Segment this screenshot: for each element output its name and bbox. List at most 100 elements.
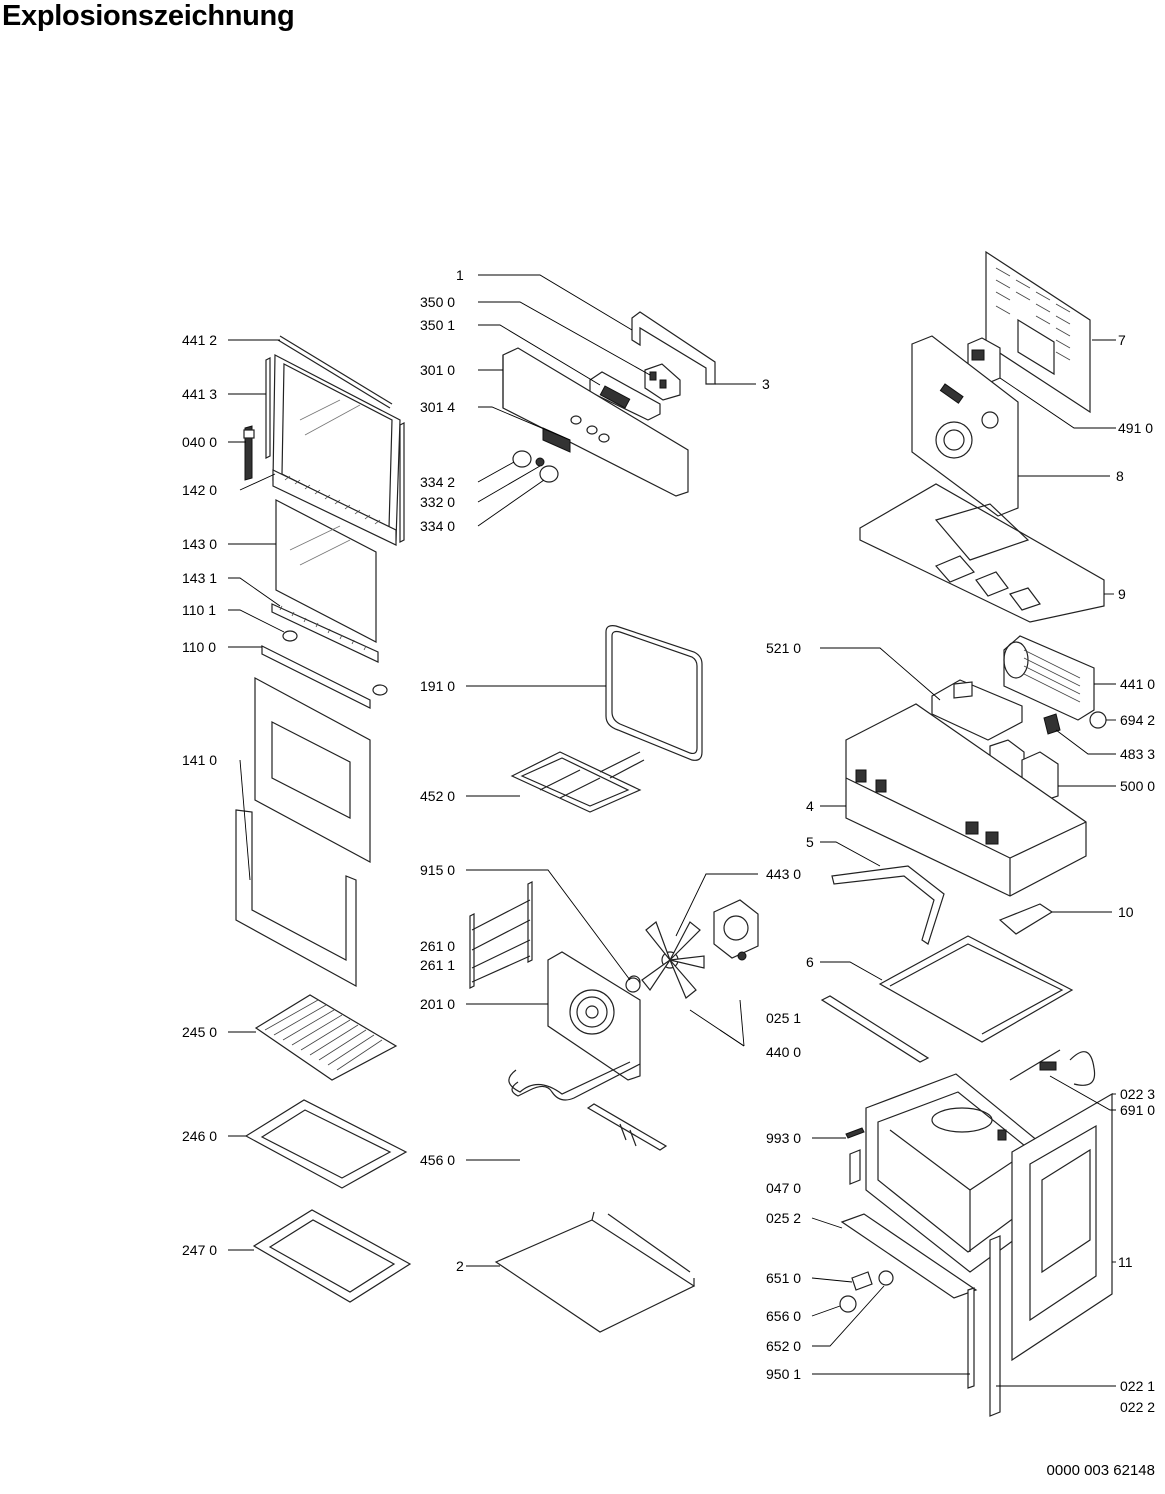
label-5: 5 bbox=[806, 834, 814, 850]
label-483-3: 483 3 bbox=[1120, 746, 1155, 762]
outer-door-frame-1420 bbox=[272, 354, 401, 546]
label-456-0: 456 0 bbox=[420, 1152, 455, 1168]
label-350-0: 350 0 bbox=[420, 294, 455, 310]
label-025-1: 025 1 bbox=[766, 1010, 801, 1026]
label-3: 3 bbox=[762, 376, 770, 392]
label-441-3: 441 3 bbox=[182, 386, 217, 402]
label-4: 4 bbox=[806, 798, 814, 814]
module-5210 bbox=[931, 679, 1023, 741]
label-261-1: 261 1 bbox=[420, 957, 455, 973]
label-245-0: 245 0 bbox=[182, 1024, 217, 1040]
label-142-0: 142 0 bbox=[182, 482, 217, 498]
shelf-supports-261 bbox=[469, 881, 533, 989]
door-trim-strips bbox=[265, 335, 405, 543]
label-8: 8 bbox=[1116, 468, 1124, 484]
label-350-1: 350 1 bbox=[420, 317, 455, 333]
label-694-2: 694 2 bbox=[1120, 712, 1155, 728]
hinge-receiver-0470 bbox=[849, 1149, 861, 1185]
cooling-fan-4410 bbox=[1003, 635, 1095, 721]
side-panel-11 bbox=[1011, 1092, 1113, 1362]
label-915-0: 915 0 bbox=[420, 862, 455, 878]
baking-tray-2470 bbox=[252, 1209, 412, 1303]
label-9: 9 bbox=[1118, 586, 1126, 602]
label-11: 11 bbox=[1118, 1254, 1133, 1270]
bottom-heater-4560 bbox=[508, 1061, 668, 1151]
label-441-2: 441 2 bbox=[182, 332, 217, 348]
label-452-0: 452 0 bbox=[420, 788, 455, 804]
label-141-0: 141 0 bbox=[182, 752, 217, 768]
bracket-10 bbox=[998, 903, 1054, 935]
label-332-0: 332 0 bbox=[420, 494, 455, 510]
label-201-0: 201 0 bbox=[420, 996, 455, 1012]
label-651-0: 651 0 bbox=[766, 1270, 801, 1286]
door-seal-1910 bbox=[605, 625, 703, 761]
label-7: 7 bbox=[1118, 332, 1126, 348]
label-334-2: 334 2 bbox=[420, 474, 455, 490]
label-247-0: 247 0 bbox=[182, 1242, 217, 1258]
sensor-6910 bbox=[1009, 1049, 1096, 1086]
label-022-2: 022 2 bbox=[1120, 1399, 1155, 1415]
door-clips-110 bbox=[261, 630, 388, 709]
label-6: 6 bbox=[806, 954, 814, 970]
control-chassis-4 bbox=[845, 703, 1087, 897]
label-491-0: 491 0 bbox=[1118, 420, 1153, 436]
label-334-0: 334 0 bbox=[420, 518, 455, 534]
label-022-1: 022 1 bbox=[1120, 1378, 1155, 1394]
label-1: 1 bbox=[456, 267, 464, 283]
bracket-part-1 bbox=[631, 311, 716, 385]
label-652-0: 652 0 bbox=[766, 1338, 801, 1354]
wire-shelf-2450 bbox=[254, 994, 398, 1081]
rear-wall-8 bbox=[911, 335, 1019, 517]
label-246-0: 246 0 bbox=[182, 1128, 217, 1144]
top-heater-4520 bbox=[510, 751, 645, 813]
bottom-plate-2 bbox=[494, 1211, 696, 1333]
label-143-1: 143 1 bbox=[182, 570, 217, 586]
label-500-0: 500 0 bbox=[1120, 778, 1155, 794]
label-440-0: 440 0 bbox=[766, 1044, 801, 1060]
door-seal-strip-9501 bbox=[967, 1287, 975, 1389]
lamp-parts-651-656-652 bbox=[839, 1270, 894, 1313]
bracket-5 bbox=[831, 865, 945, 945]
inner-glass-1430 bbox=[275, 499, 377, 643]
label-047-0: 047 0 bbox=[766, 1180, 801, 1196]
label-301-4: 301 4 bbox=[420, 399, 455, 415]
label-10: 10 bbox=[1118, 904, 1134, 920]
label-441-0: 441 0 bbox=[1120, 676, 1155, 692]
label-2: 2 bbox=[456, 1258, 464, 1274]
top-cover-9 bbox=[859, 483, 1105, 623]
lamp-694 bbox=[1043, 711, 1107, 735]
label-025-2: 025 2 bbox=[766, 1210, 801, 1226]
label-521-0: 521 0 bbox=[766, 640, 801, 656]
control-module-350 bbox=[644, 363, 681, 401]
page-title: Explosionszeichnung bbox=[2, 0, 295, 32]
oven-top-plate-6 bbox=[878, 935, 1074, 1043]
door-inner-panel-1410 bbox=[235, 676, 371, 988]
label-022-3: 022 3 bbox=[1120, 1086, 1155, 1102]
label-110-1: 110 1 bbox=[182, 602, 216, 618]
door-hinge-040 bbox=[243, 425, 255, 481]
fan-assembly-440 bbox=[625, 899, 759, 999]
rail-0251 bbox=[820, 995, 930, 1063]
label-040-0: 040 0 bbox=[182, 434, 217, 450]
glass-strip-1431 bbox=[271, 603, 379, 663]
label-301-0: 301 0 bbox=[420, 362, 455, 378]
baking-tray-2460 bbox=[244, 1099, 408, 1189]
part-labels: 1 350 0 350 1 301 0 301 4 3 334 2 332 0 … bbox=[182, 267, 1155, 1415]
label-656-0: 656 0 bbox=[766, 1308, 801, 1324]
label-191-0: 191 0 bbox=[420, 678, 455, 694]
trim-0252 bbox=[840, 1213, 978, 1299]
screw-9930 bbox=[845, 1127, 865, 1139]
side-trim-022 bbox=[989, 1129, 1007, 1417]
rear-cover-7 bbox=[985, 250, 1091, 414]
leader-lines bbox=[228, 274, 1116, 1387]
label-143-0: 143 0 bbox=[182, 536, 217, 552]
label-443-0: 443 0 bbox=[766, 866, 801, 882]
control-knobs bbox=[512, 450, 559, 483]
document-number: 0000 003 62148 bbox=[1046, 1462, 1155, 1479]
label-993-0: 993 0 bbox=[766, 1130, 801, 1146]
label-691-0: 691 0 bbox=[1120, 1102, 1155, 1118]
control-panel-fascia bbox=[502, 347, 689, 497]
label-950-1: 950 1 bbox=[766, 1366, 801, 1382]
label-261-0: 261 0 bbox=[420, 938, 455, 954]
